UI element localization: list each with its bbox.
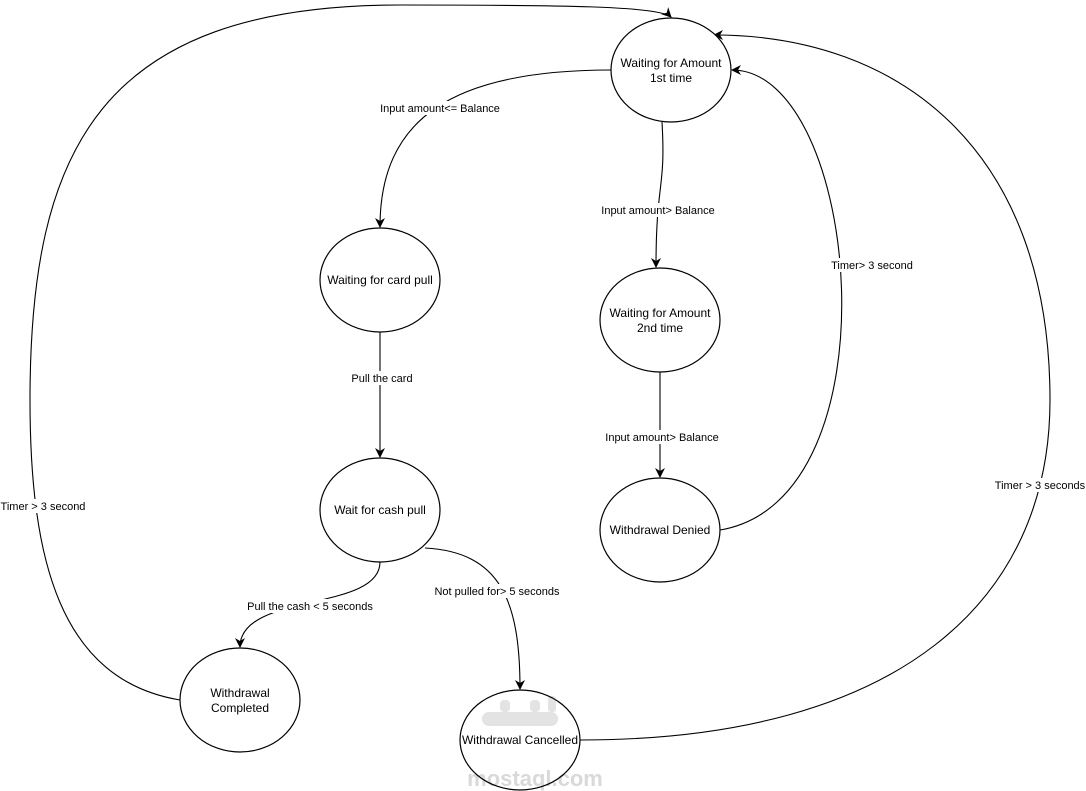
edge-cash-pull-to-cancelled bbox=[424, 547, 525, 690]
state-withdrawal-denied[interactable]: Withdrawal Denied bbox=[599, 477, 721, 583]
state-wait-cash-pull[interactable]: Wait for cash pull bbox=[319, 457, 441, 563]
svg-text:Wait for cash pull: Wait for cash pull bbox=[334, 503, 426, 517]
edge-label: Not pulled for> 5 seconds bbox=[434, 584, 560, 598]
edge-label: Input amount<= Balance bbox=[380, 101, 500, 115]
svg-text:Withdrawal Cancelled: Withdrawal Cancelled bbox=[462, 733, 578, 747]
svg-text:Not pulled for> 5 seconds: Not pulled for> 5 seconds bbox=[434, 586, 560, 598]
svg-text:Waiting for card pull: Waiting for card pull bbox=[327, 273, 433, 287]
svg-text:Waiting for Amount: Waiting for Amount bbox=[610, 306, 712, 320]
svg-text:Timer > 3 seconds: Timer > 3 seconds bbox=[995, 480, 1086, 492]
edge-amount1-to-card-pull bbox=[375, 69, 612, 228]
edge-label: Input amount> Balance bbox=[604, 430, 720, 444]
edge-label: Timer > 3 seconds bbox=[994, 478, 1086, 492]
state-withdrawal-completed[interactable]: Withdrawal Completed bbox=[179, 647, 301, 753]
state-waiting-amount-1st[interactable]: Waiting for Amount 1st time bbox=[610, 17, 732, 123]
svg-text:Input amount> Balance: Input amount> Balance bbox=[605, 432, 718, 444]
watermark-logo bbox=[482, 696, 558, 726]
svg-text:1st time: 1st time bbox=[650, 71, 692, 85]
svg-text:Input amount> Balance: Input amount> Balance bbox=[601, 205, 714, 217]
svg-text:Completed: Completed bbox=[211, 701, 269, 715]
svg-text:Waiting for Amount: Waiting for Amount bbox=[621, 56, 723, 70]
edge-amount1-to-amount2 bbox=[651, 121, 664, 268]
edge-label: Timer> 3 second bbox=[830, 258, 914, 272]
svg-text:Timer> 3 second: Timer> 3 second bbox=[831, 260, 913, 272]
edge-cancelled-to-amount1 bbox=[579, 30, 1051, 741]
svg-text:2nd time: 2nd time bbox=[637, 321, 683, 335]
edge-denied-to-amount1 bbox=[719, 65, 843, 531]
state-waiting-card-pull[interactable]: Waiting for card pull bbox=[319, 227, 441, 333]
edge-label: Pull the card bbox=[350, 371, 416, 385]
edge-label: Timer > 3 second bbox=[1, 499, 86, 513]
state-withdrawal-cancelled[interactable]: Withdrawal Cancelled bbox=[459, 689, 581, 791]
state-waiting-amount-2nd[interactable]: Waiting for Amount 2nd time bbox=[599, 267, 721, 373]
edge-label: Input amount> Balance bbox=[600, 203, 716, 217]
svg-text:Withdrawal Denied: Withdrawal Denied bbox=[610, 523, 711, 537]
svg-text:Pull the card: Pull the card bbox=[351, 373, 412, 385]
svg-text:Input amount<= Balance: Input amount<= Balance bbox=[380, 103, 500, 115]
svg-text:Timer > 3 second: Timer > 3 second bbox=[1, 501, 86, 513]
watermark: mostaql.com bbox=[467, 766, 603, 791]
svg-text:Withdrawal: Withdrawal bbox=[210, 686, 269, 700]
edge-completed-to-amount1 bbox=[29, 4, 672, 701]
svg-text:Pull the cash < 5 seconds: Pull the cash < 5 seconds bbox=[247, 601, 373, 613]
edge-label: Pull the cash < 5 seconds bbox=[246, 599, 374, 613]
